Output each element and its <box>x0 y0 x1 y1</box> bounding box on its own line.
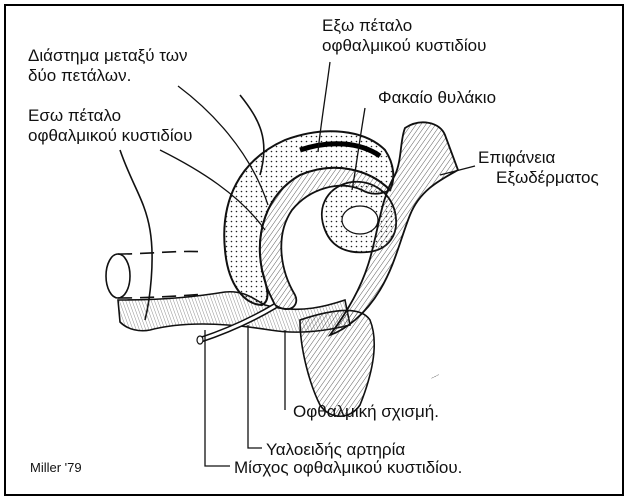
dashed-tube <box>106 251 205 298</box>
label-optic-stalk: Μίσχος οφθαλμικού κυστιδίου. <box>234 458 462 478</box>
label-inner-line1: Εσω πέταλο <box>28 106 192 126</box>
label-ectoderm-surface: Επιφάνεια Εξωδέρματος <box>478 148 599 188</box>
leader-hyaloid <box>248 325 262 448</box>
label-ectoderm-line1: Επιφάνεια <box>478 148 599 168</box>
label-space-between-layers: Διάστημα μεταξύ των δύο πετάλων. <box>28 46 188 86</box>
artist-signature: ~~~ <box>430 372 441 381</box>
leader-stalk <box>205 330 230 466</box>
lens-vesicle-lumen <box>342 206 378 234</box>
label-optic-fissure: Οφθαλμική σχισμή. <box>293 402 439 422</box>
label-hyaloid-artery: Υαλοειδής αρτηρία <box>266 440 405 460</box>
label-space-line2: δύο πετάλων. <box>28 66 188 86</box>
label-space-line1: Διάστημα μεταξύ των <box>28 46 188 66</box>
label-lens-vesicle: Φακαίο θυλάκιο <box>378 88 496 108</box>
label-outer-line1: Εξω πέταλο <box>322 16 486 36</box>
label-inner-line2: οφθαλμικού κυστιδίου <box>28 126 192 146</box>
credit-text: Miller '79 <box>30 460 82 476</box>
label-outer-layer: Εξω πέταλο οφθαλμικού κυστιδίου <box>322 16 486 56</box>
label-ectoderm-line2: Εξωδέρματος <box>478 168 599 188</box>
label-outer-line2: οφθαλμικού κυστιδίου <box>322 36 486 56</box>
label-inner-layer: Εσω πέταλο οφθαλμικού κυστιδίου <box>28 106 192 146</box>
